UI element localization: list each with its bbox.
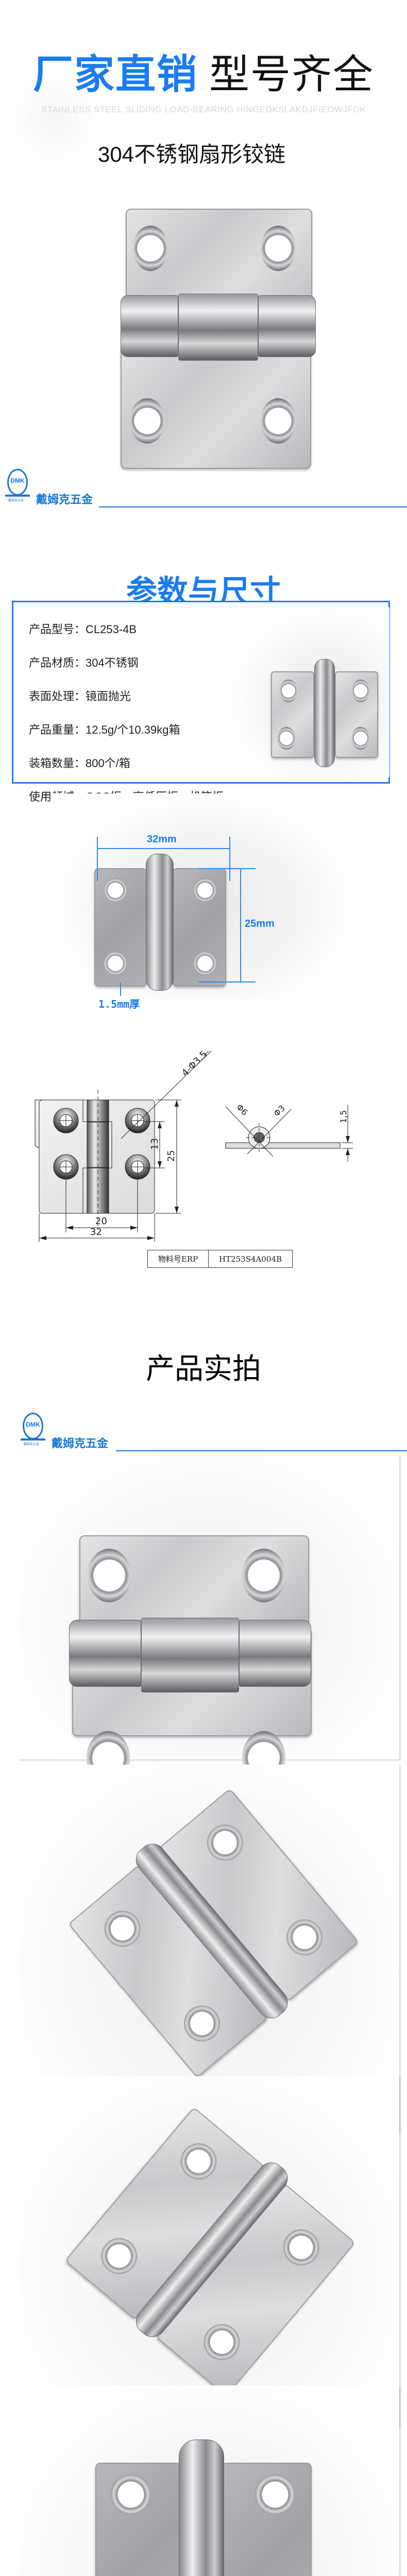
params-content: 产品型号：CL253-4B 产品材质：304不锈钢 表面处理：镜面抛光 产品重量… <box>12 601 390 837</box>
param-row-weight: 产品重量：12.5g/个10.39kg箱 <box>29 723 180 736</box>
product-photo-4 <box>18 2385 399 2576</box>
erp-value: HT253S4A004B <box>208 1250 292 1267</box>
brand-bar: DMK 戴姆克五金 戴姆克五金 <box>0 469 407 510</box>
erp-table: 物料号ERP HT253S4A004B <box>147 1250 293 1268</box>
erp-label: 物料号ERP <box>158 1255 198 1264</box>
param-row-model: 产品型号：CL253-4B <box>29 623 137 636</box>
hero-hinge-image <box>118 209 319 471</box>
product-photo-1 <box>18 1455 399 1785</box>
tech-hole-spacing-v: 13 <box>149 1138 160 1150</box>
tech-overall-height: 25 <box>166 1150 177 1162</box>
param-row-material: 产品材质：304不锈钢 <box>29 656 139 669</box>
brand-divider-line <box>116 1450 407 1451</box>
hero-title: 厂家直销型号齐全 <box>0 52 407 98</box>
hero-watermark-text: STAINLESS STEEL SLIDING LOAD-BEARING HIN… <box>41 105 366 114</box>
brand-logo-icon: DMK 戴姆克五金 <box>21 1413 45 1447</box>
brand-name: 戴姆克五金 <box>52 1437 109 1450</box>
brand-logo-icon: DMK 戴姆克五金 <box>5 469 30 503</box>
dimension-width-line <box>97 848 230 849</box>
param-row-packing: 装箱数量：800个/箱 <box>29 757 130 770</box>
tech-thickness: 1,5 <box>338 1110 348 1123</box>
brand-divider-line <box>99 506 407 507</box>
tech-hole-callout: 4-Φ3.5 <box>180 1051 210 1079</box>
dimension-height-line <box>240 868 241 982</box>
tech-overall-width: 32 <box>90 1227 102 1238</box>
dimension-photo: 32mm 25mm 1.5mm厚 <box>52 793 355 1010</box>
tech-outer-diameter: Φ6 <box>234 1102 250 1117</box>
hero-background-glow <box>5 67 103 170</box>
brand-name: 戴姆克五金 <box>36 494 93 506</box>
dimension-width-label: 32mm <box>147 834 177 845</box>
dimension-height-label: 25mm <box>245 918 275 929</box>
product-photo-3 <box>18 2076 399 2427</box>
param-row-finish: 表面处理：镜面抛光 <box>29 690 131 703</box>
brand-bar-2: DMK 戴姆克五金 戴姆克五金 <box>0 1413 407 1454</box>
hero-title-rest: 型号齐全 <box>209 52 375 98</box>
hero-title-highlight: 厂家直销 <box>32 52 198 98</box>
dimension-thickness-label: 1.5mm厚 <box>98 998 140 1010</box>
technical-drawing: 4-Φ3.5 13 25 20 32 Φ6 Φ3 1,5 <box>31 1051 381 1247</box>
hero-subtitle: 304不锈钢扇形铰链 <box>98 142 286 166</box>
params-hinge-image <box>230 607 389 777</box>
product-photo-2 <box>18 1765 399 2133</box>
photos-section-title: 产品实拍 <box>146 1352 261 1386</box>
tech-hole-spacing-h: 20 <box>95 1216 107 1227</box>
